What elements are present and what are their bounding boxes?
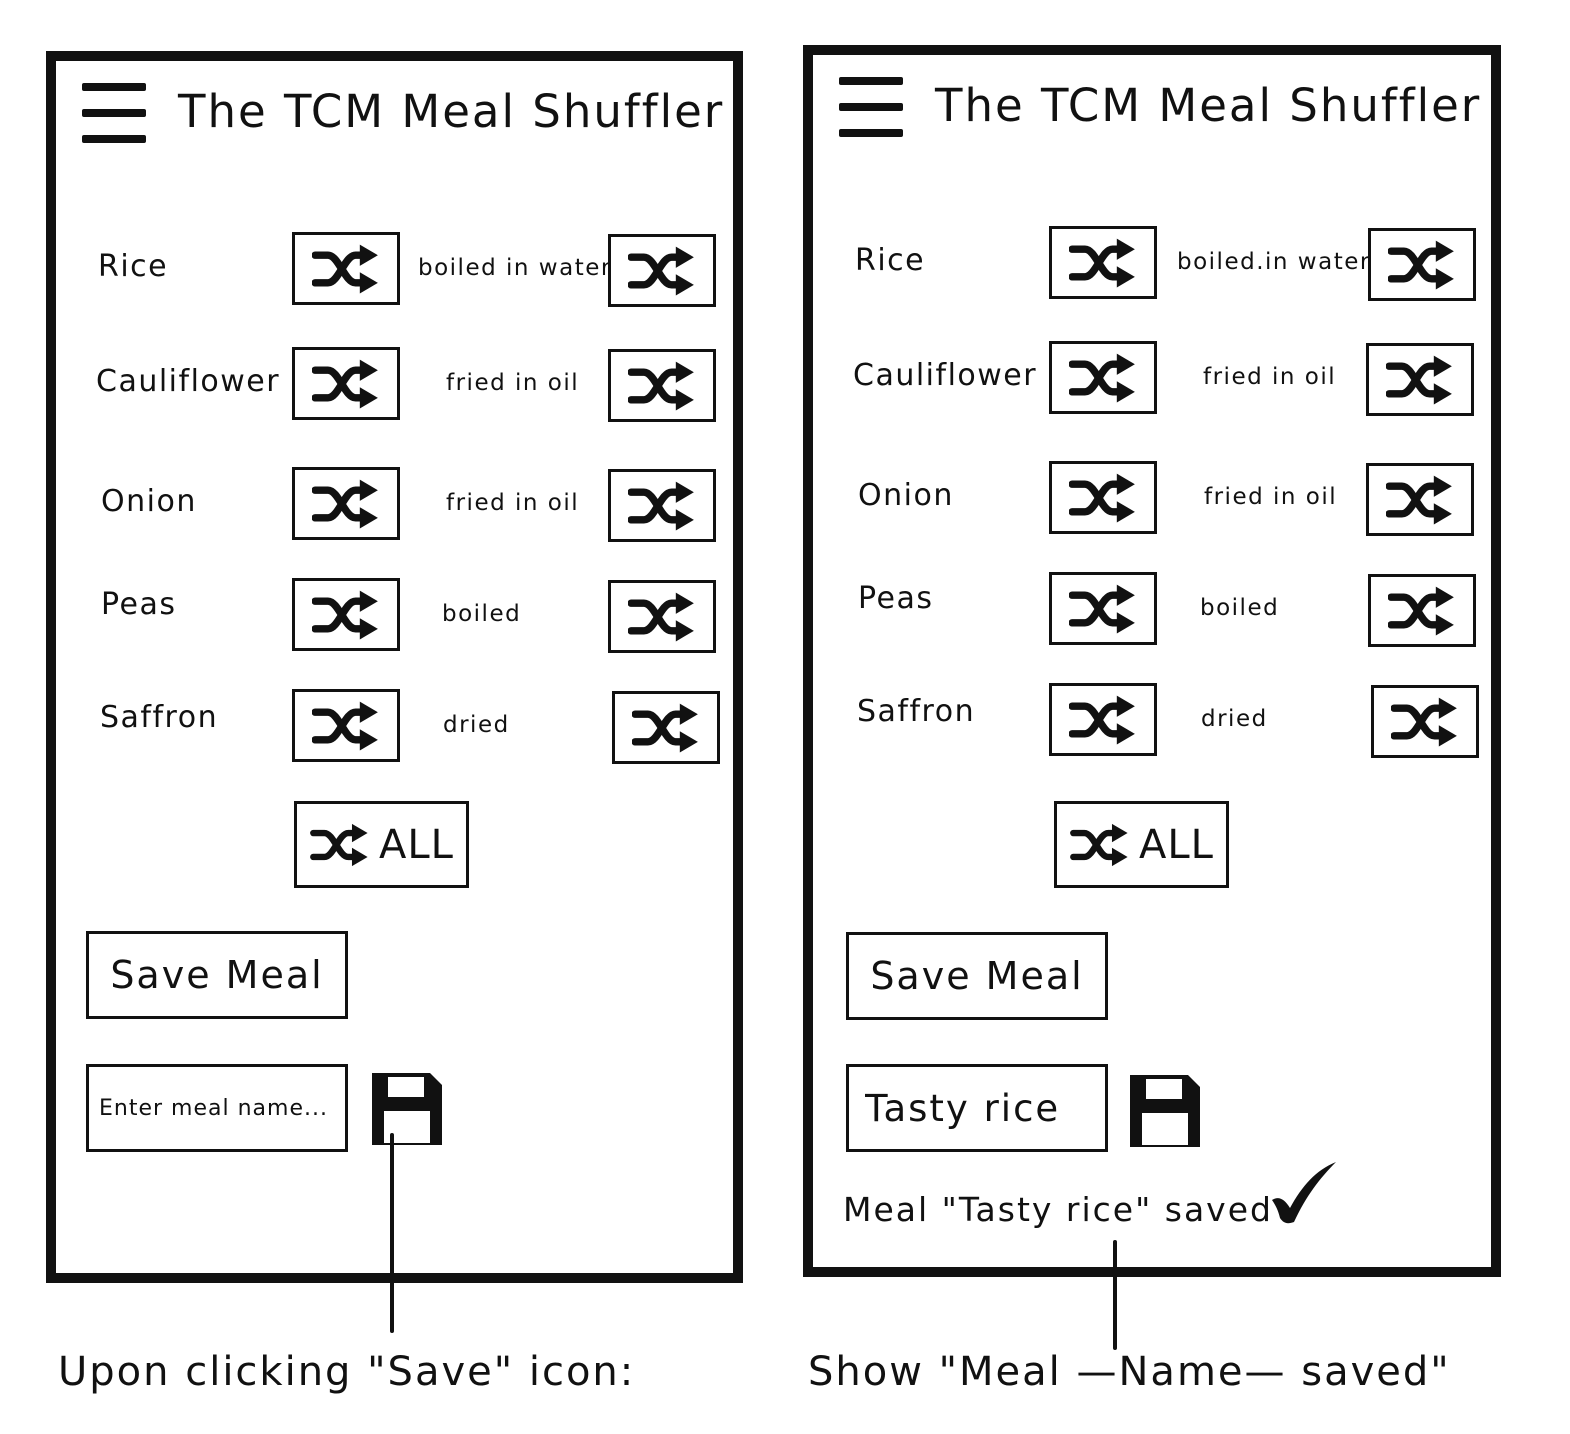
ingredient-row: Onion fried in oil xyxy=(56,467,733,543)
ingredient-label: Rice xyxy=(855,243,926,278)
checkmark-icon xyxy=(1272,1162,1336,1224)
right-screen-frame: The TCM Meal Shuffler Rice boiled.in wat… xyxy=(803,45,1501,1277)
ingredient-row: Peas boiled xyxy=(56,578,733,654)
preparation-label: boiled xyxy=(1200,595,1280,621)
ingredient-label: Onion xyxy=(101,484,197,519)
shuffle-preparation-button[interactable] xyxy=(608,469,716,542)
ingredient-row: Cauliflower fried in oil xyxy=(813,341,1491,417)
shuffle-icon xyxy=(312,587,380,643)
shuffle-icon xyxy=(1069,692,1137,748)
shuffle-icon xyxy=(1388,583,1456,639)
annotation-caption-left: Upon clicking "Save" icon: xyxy=(58,1349,636,1395)
shuffle-ingredient-button[interactable] xyxy=(292,689,400,762)
preparation-label: dried xyxy=(1201,706,1268,732)
shuffle-preparation-button[interactable] xyxy=(1371,685,1479,758)
ingredient-row: Rice boiled.in water xyxy=(813,226,1491,302)
shuffle-preparation-button[interactable] xyxy=(1366,343,1474,416)
floppy-disk-icon[interactable] xyxy=(1128,1073,1202,1149)
ingredient-label: Onion xyxy=(858,478,954,513)
ingredient-row: Saffron dried xyxy=(813,683,1491,759)
preparation-label: fried in oil xyxy=(1204,484,1338,510)
annotation-pointer-line xyxy=(390,1133,394,1333)
shuffle-ingredient-button[interactable] xyxy=(1049,572,1157,645)
shuffle-icon xyxy=(312,698,380,754)
shuffle-all-label: ALL xyxy=(1139,821,1214,868)
save-meal-button[interactable]: Save Meal xyxy=(86,931,348,1019)
shuffle-icon xyxy=(1069,350,1137,406)
ingredient-row: Peas boiled xyxy=(813,572,1491,648)
shuffle-preparation-button[interactable] xyxy=(608,234,716,307)
preparation-label: fried in oil xyxy=(1203,364,1337,390)
shuffle-icon xyxy=(1388,237,1456,293)
shuffle-icon xyxy=(628,358,696,414)
shuffle-ingredient-button[interactable] xyxy=(1049,341,1157,414)
shuffle-icon xyxy=(1069,822,1131,868)
shuffle-preparation-button[interactable] xyxy=(608,580,716,653)
ingredient-row: Cauliflower fried in oil xyxy=(56,347,733,423)
floppy-disk-icon[interactable] xyxy=(370,1071,444,1147)
shuffle-all-label: ALL xyxy=(379,821,454,868)
ingredient-label: Cauliflower xyxy=(853,358,1038,393)
shuffle-icon xyxy=(1069,581,1137,637)
shuffle-icon xyxy=(1386,352,1454,408)
shuffle-icon xyxy=(628,589,696,645)
preparation-label: fried in oil xyxy=(446,370,580,396)
shuffle-preparation-button[interactable] xyxy=(1366,463,1474,536)
app-title: The TCM Meal Shuffler xyxy=(935,79,1482,132)
preparation-label: boiled in water xyxy=(418,255,612,281)
shuffle-ingredient-button[interactable] xyxy=(292,467,400,540)
shuffle-icon xyxy=(312,356,380,412)
ingredient-row: Onion fried in oil xyxy=(813,461,1491,537)
annotation-caption-right: Show "Meal —Name— saved" xyxy=(808,1349,1451,1395)
shuffle-icon xyxy=(1391,694,1459,750)
preparation-label: fried in oil xyxy=(446,490,580,516)
left-screen-frame: The TCM Meal Shuffler Rice boiled in wat… xyxy=(46,51,743,1283)
ingredient-label: Saffron xyxy=(857,694,976,729)
save-meal-button[interactable]: Save Meal xyxy=(846,932,1108,1020)
ingredient-label: Peas xyxy=(101,587,177,622)
shuffle-icon xyxy=(1069,470,1137,526)
shuffle-ingredient-button[interactable] xyxy=(1049,683,1157,756)
meal-name-input[interactable] xyxy=(846,1064,1108,1152)
shuffle-all-button[interactable]: ALL xyxy=(1054,801,1229,888)
shuffle-icon xyxy=(628,243,696,299)
shuffle-icon xyxy=(1386,472,1454,528)
shuffle-preparation-button[interactable] xyxy=(608,349,716,422)
shuffle-preparation-button[interactable] xyxy=(1368,228,1476,301)
shuffle-ingredient-button[interactable] xyxy=(292,347,400,420)
shuffle-icon xyxy=(632,700,700,756)
preparation-label: dried xyxy=(443,712,510,738)
app-title: The TCM Meal Shuffler xyxy=(178,85,725,138)
ingredient-row: Saffron dried xyxy=(56,689,733,765)
ingredient-label: Rice xyxy=(98,249,169,284)
shuffle-icon xyxy=(312,476,380,532)
shuffle-all-button[interactable]: ALL xyxy=(294,801,469,888)
shuffle-icon xyxy=(1069,235,1137,291)
shuffle-icon xyxy=(628,478,696,534)
annotation-pointer-line xyxy=(1113,1240,1117,1350)
ingredient-label: Saffron xyxy=(100,700,219,735)
shuffle-preparation-button[interactable] xyxy=(1368,574,1476,647)
shuffle-ingredient-button[interactable] xyxy=(292,578,400,651)
saved-confirmation-message: Meal "Tasty rice" saved xyxy=(843,1190,1273,1229)
meal-name-input[interactable] xyxy=(86,1064,348,1152)
shuffle-ingredient-button[interactable] xyxy=(1049,461,1157,534)
hamburger-menu-icon[interactable] xyxy=(839,77,903,139)
shuffle-preparation-button[interactable] xyxy=(612,691,720,764)
shuffle-ingredient-button[interactable] xyxy=(292,232,400,305)
shuffle-icon xyxy=(309,822,371,868)
preparation-label: boiled xyxy=(442,601,522,627)
shuffle-icon xyxy=(312,241,380,297)
ingredient-label: Cauliflower xyxy=(96,364,281,399)
ingredient-row: Rice boiled in water xyxy=(56,232,733,308)
hamburger-menu-icon[interactable] xyxy=(82,83,146,145)
ingredient-label: Peas xyxy=(858,581,934,616)
shuffle-ingredient-button[interactable] xyxy=(1049,226,1157,299)
preparation-label: boiled.in water xyxy=(1177,249,1371,275)
